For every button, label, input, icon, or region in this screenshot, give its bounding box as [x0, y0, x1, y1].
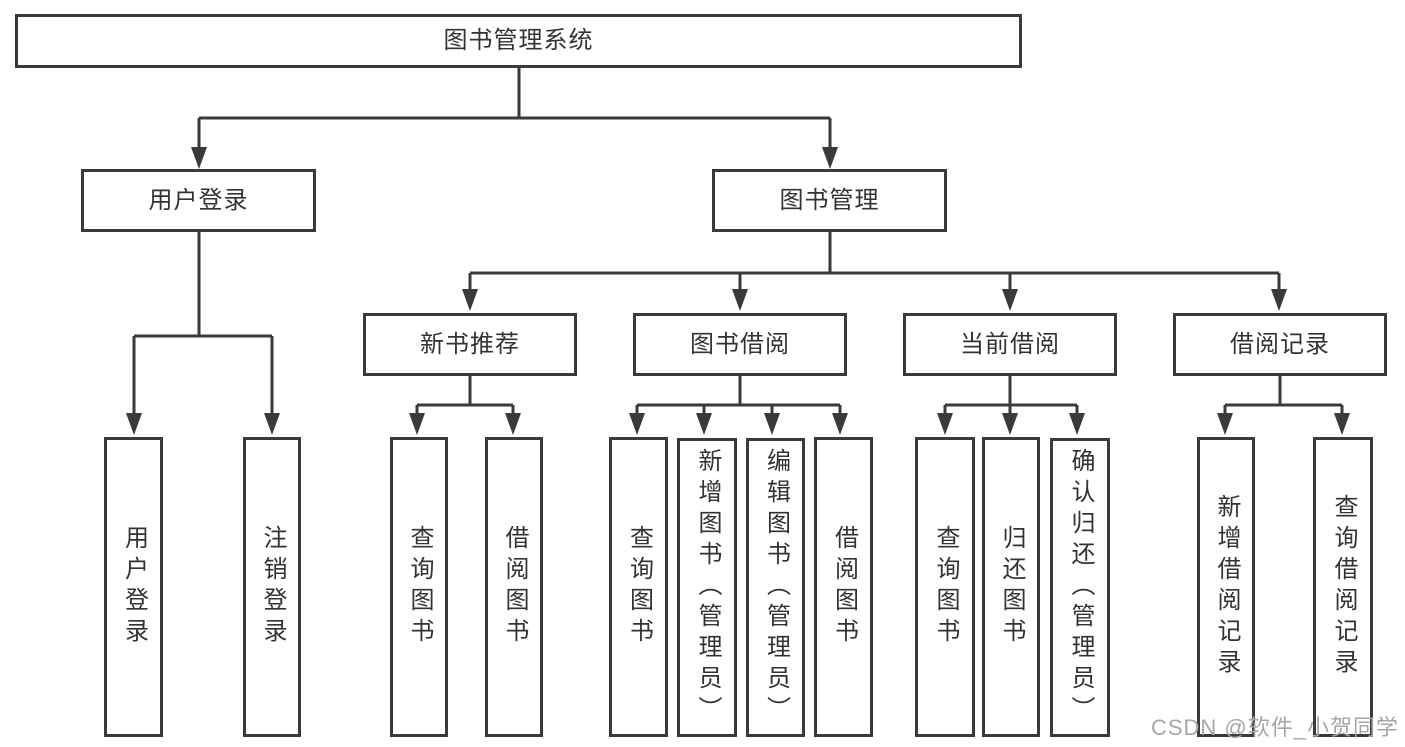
- leaf-add-book-admin: 新增图书（管理员）: [677, 438, 737, 737]
- leaf-return-book: 归还图书: [982, 437, 1040, 737]
- leaf-query-book-3: 查询图书: [915, 437, 975, 737]
- node-borrow-record: 借阅记录: [1173, 313, 1387, 376]
- leaf-logout: 注销登录: [243, 437, 301, 737]
- leaf-confirm-return-admin: 确认归还（管理员）: [1050, 438, 1110, 737]
- node-user-login: 用户登录: [81, 169, 316, 232]
- node-new-book-rec: 新书推荐: [363, 313, 577, 376]
- node-book-mgmt: 图书管理: [712, 169, 947, 232]
- leaf-user-login: 用户登录: [104, 437, 163, 737]
- leaf-query-book-1: 查询图书: [390, 437, 448, 737]
- connector-book-mgmt-to-level2: [462, 232, 1287, 311]
- leaf-query-book-2: 查询图书: [609, 437, 668, 737]
- leaf-borrow-book-1: 借阅图书: [485, 437, 543, 737]
- leaf-borrow-book-2: 借阅图书: [814, 437, 873, 737]
- connector-book-borrow-to-leaves: [629, 376, 848, 435]
- leaf-edit-book-admin: 编辑图书（管理员）: [746, 438, 805, 737]
- connector-root-to-level1: [191, 68, 838, 169]
- leaf-query-borrow-record: 查询借阅记录: [1313, 437, 1373, 737]
- connector-current-borrow-to-leaves: [937, 376, 1085, 435]
- connector-borrow-record-to-leaves: [1217, 376, 1350, 435]
- node-root: 图书管理系统: [15, 14, 1022, 68]
- connector-user-login-to-leaves: [126, 232, 280, 435]
- node-book-borrow: 图书借阅: [633, 313, 847, 376]
- node-current-borrow: 当前借阅: [903, 313, 1117, 376]
- leaf-add-borrow-record: 新增借阅记录: [1197, 437, 1255, 737]
- connector-new-book-rec-to-leaves: [409, 376, 521, 435]
